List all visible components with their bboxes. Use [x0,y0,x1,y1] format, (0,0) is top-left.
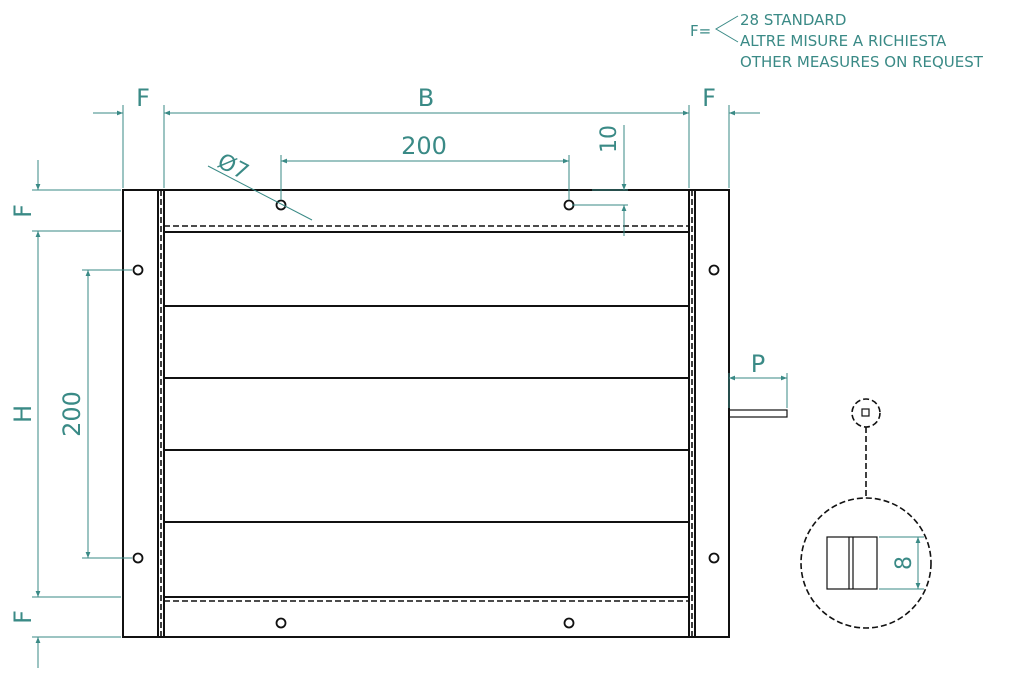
dim-label-h: H [9,405,37,423]
mounting-hole [132,552,144,564]
top-dimensions: F B F 200 Ø7 10 [93,84,760,236]
mounting-hole [708,264,720,276]
detail-small-shaft [861,408,870,417]
note-line-1: 28 STANDARD [740,11,846,29]
dim-label-hole-offset: 10 [597,125,622,153]
note-line-2: ALTRE MISURE A RICHIESTA [740,32,947,50]
note-block: F= 28 STANDARD ALTRE MISURE A RICHIESTA … [690,11,984,71]
damper-body [122,189,788,638]
mounting-hole [708,552,720,564]
note-prefix: F= [690,22,711,40]
diameter-leader [207,165,313,221]
outer-frame [122,189,730,638]
dim-label-hole-diameter: Ø7 [213,149,252,185]
dim-label-p: P [751,350,765,378]
detail-small-circle [851,398,881,428]
detail-view: 8 [800,398,932,629]
shaft-dimension: P [728,350,788,408]
detail-shaft-section [826,536,878,590]
dim-label-f-left: F [136,84,150,112]
dim-label-hole-spacing-v: 200 [58,391,86,437]
left-dimensions: F H F 200 [9,160,132,668]
note-line-3: OTHER MEASURES ON REQUEST [740,53,984,71]
shaft [728,409,788,418]
dim-label-f-bottom: F [9,610,37,624]
dim-label-f-right: F [702,84,716,112]
dim-label-hole-spacing-h: 200 [401,132,447,160]
note-leader [715,15,739,43]
mounting-hole [275,617,287,629]
dim-label-shaft-width: 8 [892,556,917,570]
mounting-hole [132,264,144,276]
detail-large-circle [800,497,932,629]
dim-label-b: B [418,84,434,112]
mounting-hole [563,617,575,629]
dim-label-f-top: F [9,204,37,218]
